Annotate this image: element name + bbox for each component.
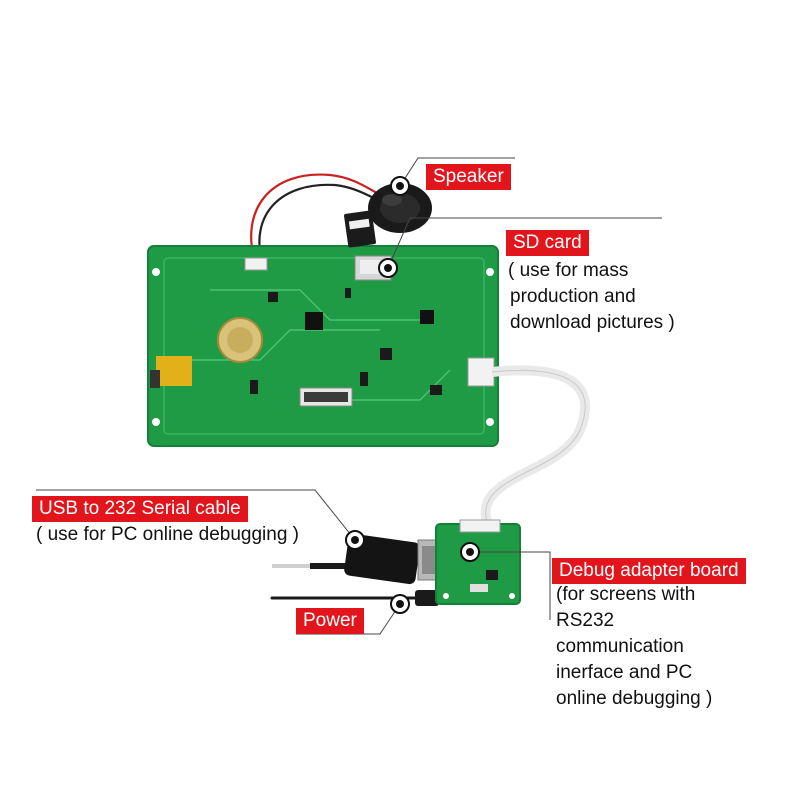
debug-adapter-board	[435, 519, 521, 605]
serial-cable	[272, 533, 443, 585]
power-cable	[270, 590, 450, 606]
sd-card-label: SD card	[506, 230, 589, 256]
main-pcb	[147, 245, 499, 447]
sd-card-note-line-3: download pictures )	[510, 312, 675, 333]
speaker	[368, 183, 432, 233]
sd-card-note-line-2: production and	[510, 286, 636, 307]
speaker-label: Speaker	[426, 164, 511, 190]
power-label: Power	[296, 608, 364, 634]
sd-card-note-line-1: ( use for mass	[508, 260, 629, 281]
sd-card	[344, 210, 376, 248]
usb-cable-note: ( use for PC online debugging )	[36, 524, 299, 545]
board-header	[467, 357, 495, 387]
debug-board-label: Debug adapter board	[552, 558, 746, 584]
debug-board-note-line-2: RS232	[556, 610, 615, 631]
debug-board-note-line-5: online debugging )	[556, 688, 713, 709]
debug-board-note-line-1: (for screens with	[556, 584, 696, 605]
callout-markers	[345, 176, 480, 614]
ribbon-cable	[480, 365, 591, 527]
leader-lines	[36, 157, 662, 635]
debug-board-note-line-3: communication	[556, 636, 684, 657]
debug-board-note-line-4: inerface and PC	[556, 662, 693, 683]
usb-cable-label: USB to 232 Serial cable	[32, 496, 248, 522]
